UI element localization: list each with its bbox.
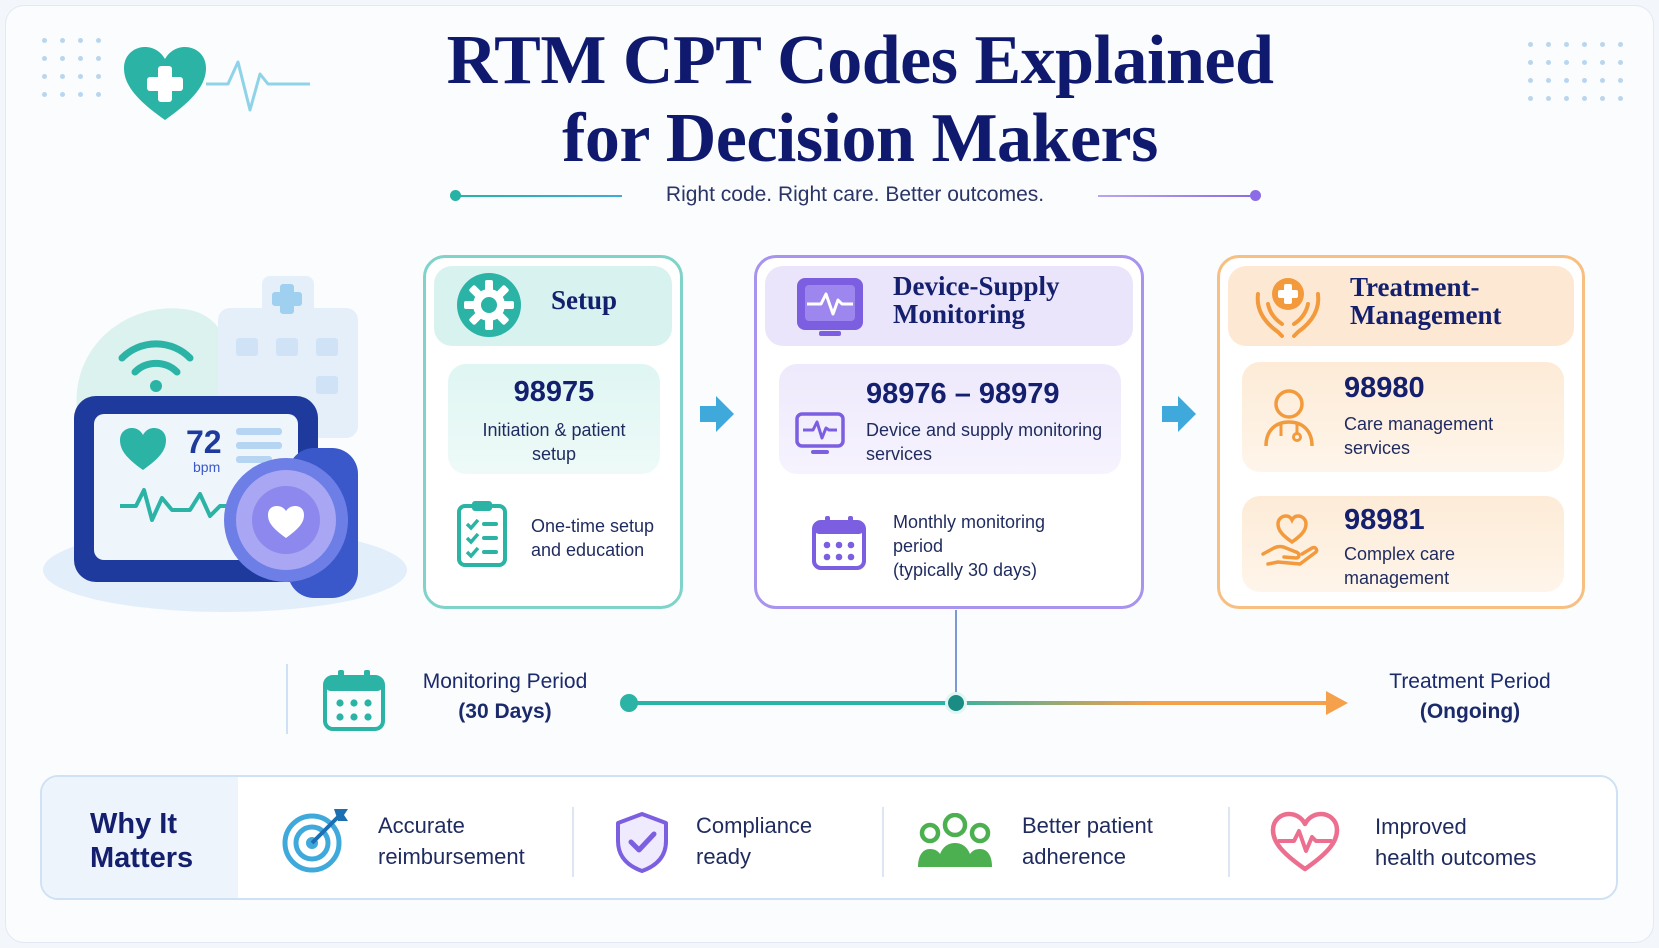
setup-code-desc: Initiation & patient setup: [482, 420, 626, 464]
gear-icon: [452, 268, 526, 347]
heart-rate-unit: bpm: [193, 459, 221, 475]
treatment-code-card: 98981 Complex care management: [1242, 496, 1564, 592]
treatment-panel-title: Treatment- Management: [1350, 272, 1502, 330]
why-item-compliance-ready: Compliance ready: [696, 813, 813, 869]
treatment-period-label: Treatment Period (Ongoing): [1389, 670, 1551, 723]
group-icon: [916, 812, 994, 876]
hands-care-icon: [1252, 272, 1324, 345]
treatment-code-1: 98980: [1344, 372, 1425, 404]
subtitle-left-rule: [458, 195, 622, 197]
treatment-code-2: 98981: [1344, 504, 1425, 536]
timeline-arrowhead: [1326, 691, 1348, 720]
heart-pulse-icon: [1270, 811, 1340, 878]
timeline-mid-dot: [945, 692, 967, 714]
setup-code-card: 98975 Initiation & patient setup: [448, 364, 660, 474]
device-supply-code-desc: Device and supply monitoring services: [866, 420, 1103, 464]
calendar-icon: [811, 514, 867, 577]
page-title-line2: for Decision Makers: [562, 100, 1158, 177]
heart-plus-logo-icon: [120, 44, 310, 124]
monitoring-period-label: Monitoring Period (30 Days): [422, 670, 588, 723]
device-supply-note: Monthly monitoring period (typically 30 …: [893, 512, 1046, 580]
dot-grid-decoration-left: [42, 38, 101, 97]
doctor-icon: [1262, 386, 1316, 453]
device-supply-panel-title: Device-Supply Monitoring: [893, 271, 1060, 329]
page-title-line1: RTM CPT Codes Explained: [446, 22, 1274, 99]
page-subtitle: Right code. Right care. Better outcomes.: [665, 183, 1045, 206]
shield-check-icon: [614, 811, 670, 878]
device-supply-panel: Device-Supply Monitoring 98976 – 98979 D…: [754, 255, 1144, 609]
setup-note: One-time setup and education: [531, 516, 655, 560]
monitor-icon: [795, 412, 845, 461]
treatment-panel: Treatment- Management 98980 Care managem…: [1217, 255, 1585, 609]
setup-panel: Setup 98975 Initiation & patient setup O…: [423, 255, 683, 609]
heart-hand-icon: [1260, 512, 1320, 577]
treatment-code-1-desc: Care management services: [1344, 414, 1494, 458]
why-item-health-outcomes: Improved health outcomes: [1375, 814, 1537, 870]
setup-code: 98975: [513, 376, 595, 408]
timeline-calendar-icon: [322, 668, 386, 737]
treatment-code-2-desc: Complex care management: [1344, 544, 1456, 588]
target-icon: [282, 807, 350, 878]
why-item-patient-adherence: Better patient adherence: [1022, 813, 1153, 869]
why-separator: [882, 807, 884, 877]
why-it-matters-title: Why It Matters: [90, 808, 194, 874]
timeline-connector: [955, 610, 957, 702]
timeline-left-rule: [286, 664, 288, 734]
treatment-code-card: 98980 Care management services: [1242, 362, 1564, 472]
dot-grid-decoration-right: [1528, 42, 1623, 101]
arrow-right-icon: [1160, 394, 1198, 439]
heart-rate-value: 72: [186, 424, 222, 460]
device-supply-code: 98976 – 98979: [866, 378, 1060, 410]
page-title: RTM CPT Codes Explained for Decision Mak…: [360, 22, 1360, 178]
subtitle-right-rule: [1098, 195, 1250, 197]
setup-panel-title: Setup: [551, 285, 618, 315]
why-separator: [1228, 807, 1230, 877]
why-separator: [572, 807, 574, 877]
device-supply-code-card: 98976 – 98979 Device and supply monitori…: [779, 364, 1121, 474]
why-it-matters-bar: Why It Matters Accurate reimbursement Co…: [40, 775, 1618, 900]
subtitle-left-dot: [450, 190, 461, 201]
why-item-accurate-reimbursement: Accurate reimbursement: [378, 813, 525, 869]
monitor-pulse-icon: [795, 276, 865, 343]
subtitle-right-dot: [1250, 190, 1261, 201]
arrow-right-icon: [698, 394, 736, 439]
why-it-matters-header: [42, 777, 238, 898]
timeline-start-dot: [620, 694, 638, 712]
timeline-track: [628, 701, 1328, 705]
device-illustration: [40, 258, 410, 618]
checklist-icon: [456, 500, 508, 573]
